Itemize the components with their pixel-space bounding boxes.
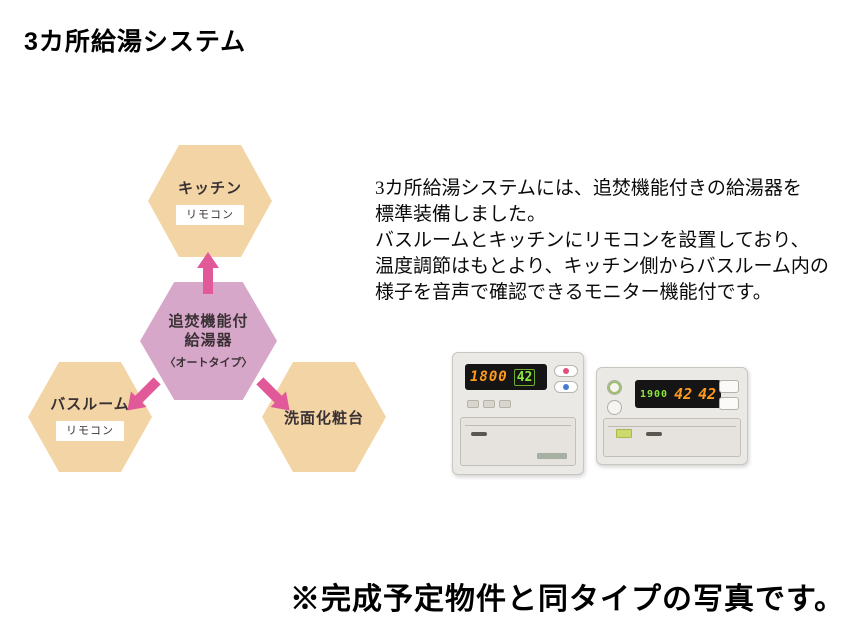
right-mode-button <box>607 400 622 415</box>
left-cold-button <box>554 381 578 393</box>
red-dot-icon <box>563 368 569 374</box>
blue-dot-icon <box>563 384 569 390</box>
speaker-slit-icon <box>646 432 662 436</box>
left-hot-button <box>554 365 578 377</box>
right-up-button <box>719 380 739 393</box>
left-display-time: 1800 <box>470 369 508 385</box>
left-function-button-1 <box>467 400 479 408</box>
left-display-temperature: 42 <box>513 368 536 386</box>
label-sticker <box>616 429 632 438</box>
controller-right-display: 1900 42 42 <box>635 380 721 408</box>
right-display-time: 1900 <box>640 388 669 400</box>
description-text: 3カ所給湯システムには、追焚機能付きの給湯器を 標準装備しました。 バスルームと… <box>375 176 829 306</box>
controller-left-display: 1800 42 <box>465 364 547 390</box>
heater-label-line1: 追焚機能付 <box>168 313 249 330</box>
cover-groove <box>465 425 571 426</box>
right-display-temperature-1: 42 <box>674 385 693 403</box>
kitchen-label: キッチン <box>177 180 242 197</box>
vanity-label: 洗面化粧台 <box>283 409 364 427</box>
right-display-temperature-2: 42 <box>698 385 717 403</box>
photo-caption: ※完成予定物件と同タイプの写真です。 <box>290 583 845 616</box>
kitchen-remote-label: リモコン <box>176 205 244 225</box>
left-function-button-3 <box>499 400 511 408</box>
bathroom-remote-label: リモコン <box>56 421 124 441</box>
page-title: 3カ所給湯システム <box>24 28 247 56</box>
left-flip-cover <box>460 417 576 466</box>
description-line-2: 標準装備しました。 <box>375 204 547 225</box>
left-function-button-2 <box>483 400 495 408</box>
right-power-button <box>607 380 622 395</box>
heater-label-line2: 給湯器 <box>184 332 233 349</box>
brand-mark <box>537 453 567 459</box>
description-line-1: 3カ所給湯システムには、追焚機能付きの給湯器を <box>375 178 802 199</box>
description-line-3: バスルームとキッチンにリモコンを設置しており、 <box>375 230 810 251</box>
hot-water-system-diagram: キッチン リモコン 追焚機能付 給湯器 〈オートタイプ〉 バスルーム リモコン … <box>10 140 390 510</box>
node-bathroom: バスルーム リモコン <box>28 362 152 472</box>
right-down-button <box>719 397 739 410</box>
bathroom-label: バスルーム <box>50 396 130 413</box>
remote-controller-right: 1900 42 42 <box>596 367 748 465</box>
node-kitchen: キッチン リモコン <box>148 145 272 257</box>
node-vanity: 洗面化粧台 <box>262 362 386 472</box>
description-line-4: 温度調節はもとより、キッチン側からバスルーム内の <box>375 256 829 277</box>
heater-label-line3: 〈オートタイプ〉 <box>164 357 253 369</box>
description-line-5: 様子を音声で確認できるモニター機能付です。 <box>375 282 772 303</box>
remote-controller-left: 1800 42 <box>452 352 584 475</box>
node-water-heater: 追焚機能付 給湯器 〈オートタイプ〉 <box>140 282 277 400</box>
speaker-slit-icon <box>471 432 487 436</box>
cover-groove <box>608 426 736 427</box>
right-flip-cover <box>603 418 741 457</box>
